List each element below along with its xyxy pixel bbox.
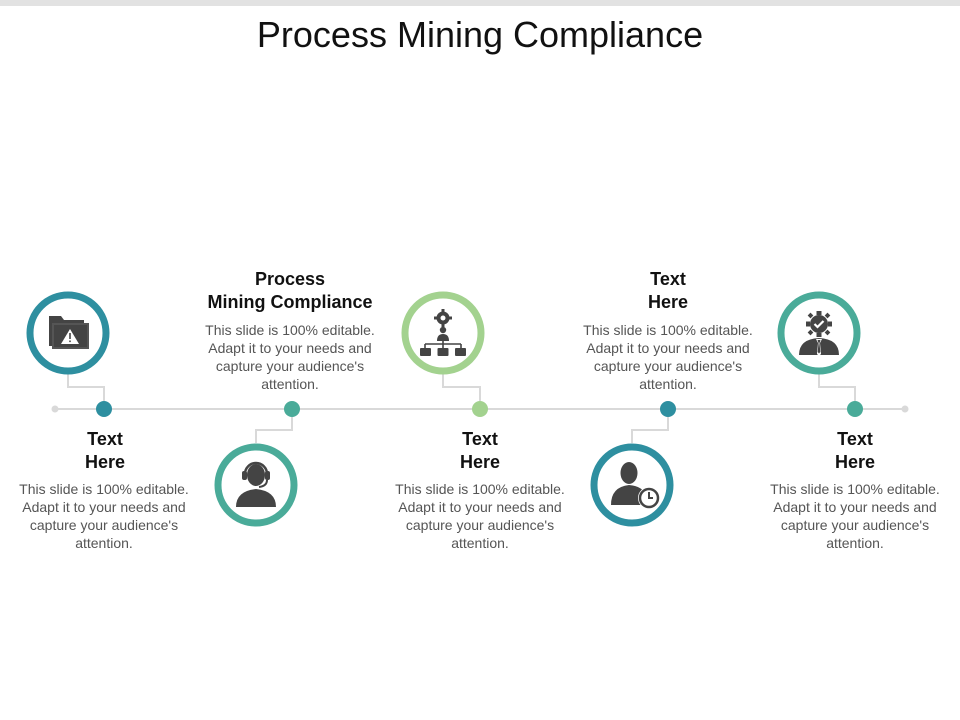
timeline-end-dot [901, 405, 909, 413]
step-5-heading-line-2: Here [834, 452, 876, 472]
step-5-description: This slide is 100% editable. Adapt it to… [770, 481, 940, 551]
step-1-description: This slide is 100% editable. Adapt it to… [19, 481, 189, 551]
step-3-heading: Text Here [380, 428, 580, 474]
timeline-dot-3 [472, 401, 488, 417]
timeline-dot-4 [660, 401, 676, 417]
org-chart-gear-icon [420, 309, 466, 356]
step-1-heading: Text Here [5, 428, 205, 474]
top-bar [0, 0, 960, 6]
folder-warning-icon [49, 316, 89, 349]
step-2-heading-line-2: Mining Compliance [207, 292, 373, 312]
connector-3 [442, 374, 481, 401]
step-1-heading-line-1: Text [87, 429, 123, 449]
step-4-heading: Text Here [568, 268, 768, 314]
connector-1 [67, 374, 105, 401]
businessman-gear-check-icon [799, 311, 839, 356]
step-5-icon-ring [777, 291, 861, 375]
step-4-heading-line-1: Text [650, 269, 686, 289]
step-5-heading-line-1: Text [837, 429, 873, 449]
step-4-heading-line-2: Here [647, 292, 689, 312]
step-2-heading-line-1: Process [254, 269, 326, 289]
slide-title: Process Mining Compliance [256, 14, 704, 55]
connector-5 [818, 374, 856, 401]
person-clock-icon [611, 462, 660, 509]
timeline-dot-1 [96, 401, 112, 417]
step-2-description: This slide is 100% editable. Adapt it to… [205, 322, 375, 392]
step-2-heading: Process Mining Compliance [190, 268, 390, 314]
step-3-heading-line-2: Here [459, 452, 501, 472]
step-1-icon-ring [26, 291, 110, 375]
step-5-heading: Text Here [755, 428, 955, 474]
step-3-heading-line-1: Text [462, 429, 498, 449]
headset-person-icon [236, 461, 276, 507]
timeline-dot-2 [284, 401, 300, 417]
timeline-start-dot [51, 405, 59, 413]
connector-2 [255, 417, 293, 443]
step-4-icon-ring [590, 443, 674, 527]
step-1-heading-line-2: Here [84, 452, 126, 472]
timeline-dot-5 [847, 401, 863, 417]
step-4-description: This slide is 100% editable. Adapt it to… [583, 322, 753, 392]
connector-4 [631, 417, 669, 443]
step-3-icon-ring [401, 291, 485, 375]
step-2-icon-ring [214, 443, 298, 527]
step-3-description: This slide is 100% editable. Adapt it to… [395, 481, 565, 551]
